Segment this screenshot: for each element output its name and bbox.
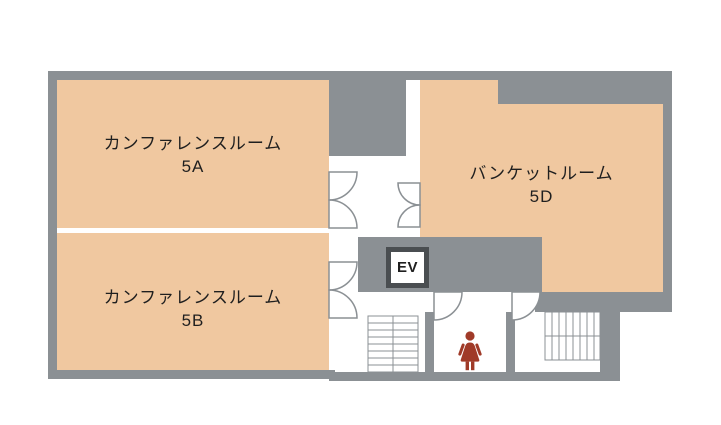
- icon-arm-right: [475, 343, 482, 356]
- icon-arm-left: [458, 343, 465, 356]
- service-core-block: [329, 71, 406, 156]
- rooms-layer: [57, 80, 663, 370]
- restroom-wall-right: [506, 312, 515, 372]
- elevator: [386, 247, 429, 288]
- restroom-wall-left: [425, 312, 434, 372]
- room-5d-number: 5D: [529, 187, 554, 206]
- doors-layer: [328, 171, 541, 321]
- room-5b: [57, 233, 329, 370]
- stairs-icon-right: [544, 311, 601, 361]
- room-5a-name: カンファレンスルーム: [103, 134, 283, 153]
- wall-right: [663, 71, 672, 312]
- banquet-bottom-strip: [535, 292, 672, 312]
- icon-dress: [460, 342, 480, 362]
- door-arc-5b-lower: [328, 289, 358, 319]
- door-arc-restroom: [433, 291, 463, 321]
- door-arc-passage: [511, 291, 541, 321]
- door-arc-5a-upper: [328, 171, 358, 201]
- room-5b-label: カンファレンスルーム 5B: [57, 286, 329, 332]
- door-arc-5d-lower: [397, 204, 421, 228]
- wall-bottom-corridor: [329, 372, 620, 381]
- elevator-label: EV: [396, 259, 418, 276]
- walls-layer: [48, 71, 672, 381]
- stairs-icon-left: [367, 315, 419, 373]
- wall-bottom-right-stub: [600, 312, 620, 372]
- door-arc-5b-upper: [328, 261, 358, 291]
- wall-left: [48, 71, 57, 379]
- elevator-cab: [391, 252, 424, 283]
- room-5a-label: カンファレンスルーム 5A: [57, 132, 329, 178]
- room-5b-number: 5B: [181, 311, 205, 330]
- room-5a: [57, 80, 329, 228]
- wall-top-right-block: [498, 71, 672, 104]
- wall-bottom-left: [48, 370, 335, 379]
- door-arc-5d-upper: [397, 182, 421, 206]
- female-restroom-icon: [458, 331, 482, 371]
- room-5a-number: 5A: [181, 157, 205, 176]
- icon-leg-right: [471, 361, 475, 371]
- icon-head: [465, 331, 475, 341]
- room-5d-label: バンケットルーム 5D: [420, 162, 663, 208]
- room-5b-name: カンファレンスルーム: [103, 288, 283, 307]
- door-arc-5a-lower: [328, 199, 358, 229]
- room-5d-name: バンケットルーム: [469, 164, 614, 183]
- icon-leg-left: [465, 361, 469, 371]
